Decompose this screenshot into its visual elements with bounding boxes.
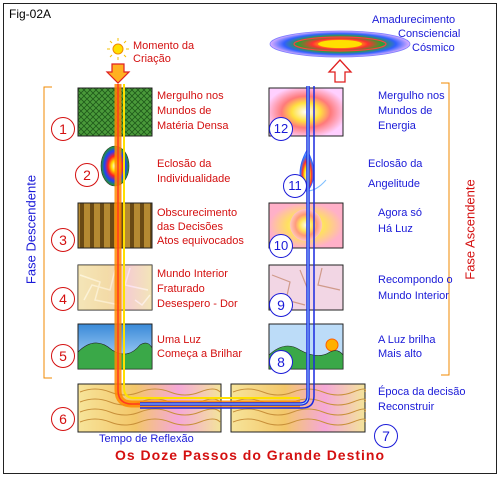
cosmic-caption-line-1: Amadurecimento xyxy=(372,14,456,26)
step-number-10: 10 xyxy=(269,234,293,258)
step-number-7: 7 xyxy=(374,424,398,448)
step-7-line-2: Reconstruir xyxy=(378,401,435,413)
step-4-line-2: Fraturado xyxy=(157,283,205,295)
step-8-line-1: A Luz brilha xyxy=(378,334,436,346)
step-3-line-2: das Decisões xyxy=(157,221,224,233)
step-7-line-1: Época da decisão xyxy=(378,386,466,398)
step-number-12: 12 xyxy=(269,117,293,141)
creation-sun-icon xyxy=(107,38,129,60)
step-12-line-1: Mergulho nos xyxy=(378,90,445,102)
step-number-6: 6 xyxy=(51,407,75,431)
up-arrow-icon xyxy=(327,59,353,83)
cosmic-caption-line-2: Consciencial xyxy=(398,28,461,40)
step-number-2: 2 xyxy=(75,163,99,187)
reflection-time-label: Tempo de Reflexão xyxy=(99,433,194,445)
step-11-line-2: Angelitude xyxy=(368,178,420,190)
step-4-line-3: Desespero - Dor xyxy=(157,298,238,310)
step-8-line-2: Mais alto xyxy=(378,348,423,360)
creation-caption-line-2: Criação xyxy=(133,53,171,65)
step-number-4: 4 xyxy=(51,287,75,311)
step-number-1: 1 xyxy=(51,117,75,141)
step-4-line-1: Mundo Interior xyxy=(157,268,228,280)
step-1-line-3: Matéria Densa xyxy=(157,120,229,132)
step-3-line-3: Atos equivocados xyxy=(157,235,244,247)
step-12-line-2: Mundos de xyxy=(378,105,433,117)
diagram-title: Os Doze Passos do Grande Destino xyxy=(114,447,386,463)
step-number-5: 5 xyxy=(51,344,75,368)
down-arrow-icon xyxy=(105,63,131,84)
step-number-11: 11 xyxy=(283,174,307,198)
step-number-3: 3 xyxy=(51,228,75,252)
step-1-line-1: Mergulho nos xyxy=(157,90,224,102)
step-2-line-1: Eclosão da xyxy=(157,158,212,170)
step-number-9: 9 xyxy=(269,293,293,317)
figure-label: Fig-02A xyxy=(9,7,52,21)
step-9-line-1: Recompondo o xyxy=(378,274,453,286)
step-number-8: 8 xyxy=(269,350,293,374)
step-9-line-2: Mundo Interior xyxy=(378,290,449,302)
step-10-line-2: Há Luz xyxy=(378,223,413,235)
step-1-line-2: Mundos de xyxy=(157,105,212,117)
step-5-line-1: Uma Luz xyxy=(157,334,202,346)
step-3-line-1: Obscurecimento xyxy=(157,207,238,219)
cosmic-disk-icon xyxy=(269,30,411,58)
descending-phase-label: Fase Descendente xyxy=(23,174,39,285)
creation-caption-line-1: Momento da xyxy=(133,40,195,52)
step-12-line-3: Energia xyxy=(378,120,416,132)
cosmic-caption-line-3: Cósmico xyxy=(412,42,455,54)
step-2-line-2: Individualidade xyxy=(157,173,231,185)
ascending-phase-label: Fase Ascendente xyxy=(462,179,478,280)
step-10-line-1: Agora só xyxy=(378,207,423,219)
step-5-line-2: Começa a Brilhar xyxy=(157,348,242,360)
step-11-line-1: Eclosão da xyxy=(368,158,423,170)
